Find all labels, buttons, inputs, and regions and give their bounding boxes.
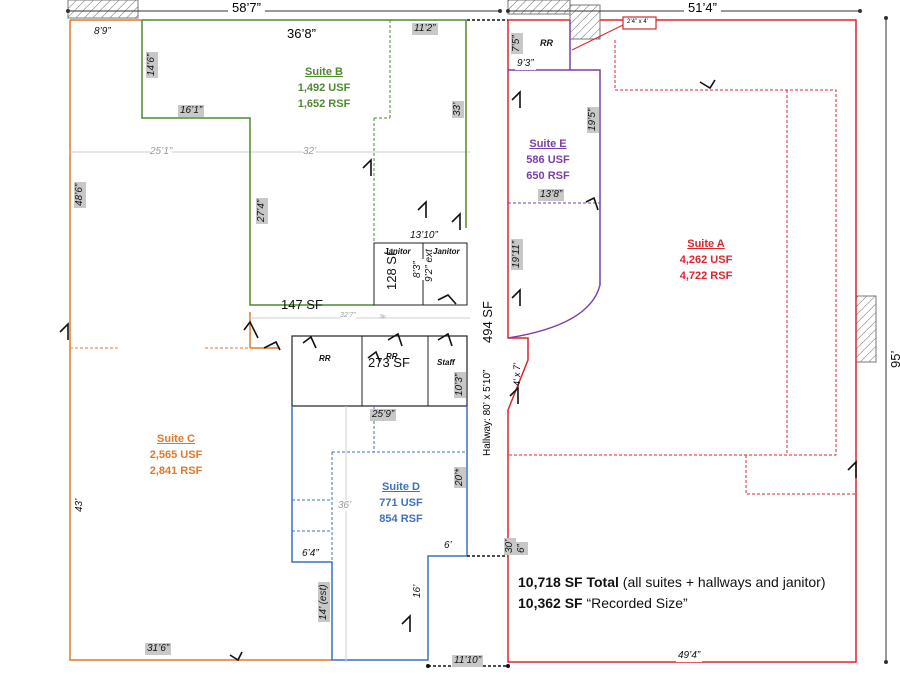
recorded-size-line: 10,362 SF “Recorded Size” [518,595,688,611]
suite-e-label: Suite E 586 USF 650 RSF [526,136,569,184]
dim-16-1: 16’1” [178,105,205,117]
dim-14-est: 14’ (est) [318,582,330,622]
suite-e-name: Suite E [529,138,567,150]
suite-d-name: Suite D [382,481,420,493]
room-rr-2: RR [386,352,398,361]
suite-b-label: Suite B 1,492 USF 1,652 RSF [298,64,351,112]
door-swing-marks [59,79,857,662]
suite-e-usf: 586 USF [526,154,570,166]
suite-d-rsf: 854 RSF [379,513,423,525]
dim-6: 6’ [442,540,454,552]
dim-11-2: 11’2” [412,23,438,35]
dim-19-5: 19’5” [587,106,599,133]
total-size-value: 10,718 SF Total [518,574,619,590]
recorded-size-note: “Recorded Size” [582,595,688,611]
dim-13-10: 13’10” [408,230,440,242]
dim-36-8: 36’8” [287,26,316,41]
dim-7-5: 7’5” [511,33,523,54]
dim-48-6: 48’6” [74,181,86,208]
area-147-sf: 147 SF [281,297,323,312]
dim-6-4: 6’4” [300,548,321,560]
overall-width-right: 51’4” [684,0,721,15]
dim-13-8: 13’8” [538,189,565,201]
ghost-dim-9p: 9p [380,314,386,320]
room-rr-3: RR [540,38,553,48]
ghost-dim-25-1: 25’1” [150,146,173,157]
dim-10-3: 10’3” [454,371,466,398]
dim-6b: 6” [516,542,528,555]
suite-c-usf: 2,565 USF [149,449,203,461]
dim-30: 30’ [504,537,516,555]
room-janitor-2: Janitor [433,247,460,256]
dim-49-4: 49’4” [676,650,703,662]
area-494-sf: 494 SF [480,301,495,343]
dim-20: 20’* [454,466,466,488]
dim-8-3: 8’3” [412,259,424,280]
hallway-label: Hallway: 80’ x 5’10” [482,369,493,456]
dim-31-6: 31’6” [145,643,172,655]
total-size-line: 10,718 SF Total (all suites + hallways a… [518,574,826,590]
area-273-sf: 273 SF [368,355,410,370]
suite-e-outline [507,69,601,339]
dim-33: 33’ [452,100,464,118]
suite-d-label: Suite D 771 USF 854 RSF [379,479,422,527]
suite-a-outline [507,19,857,663]
overall-width-left: 58’7” [228,0,265,15]
room-staff: Staff [437,358,455,367]
suite-b-name: Suite B [305,66,343,78]
dim-27-4: 27’4” [256,197,268,224]
suite-b-outline [141,19,467,306]
suite-b-rsf: 1,652 RSF [297,98,351,110]
suite-c-outline [69,19,332,661]
suite-b-usf: 1,492 USF [297,82,351,94]
area-128-sf: 128 SF [384,248,399,290]
room-janitor-1: Janitor [384,247,411,256]
dim-9-3: 9’3” [515,58,536,70]
hatched-column-rr [569,4,601,40]
suite-e-rsf: 650 RSF [526,170,570,182]
room-rr-1: RR [319,354,331,363]
ghost-dim-32: 32’ [303,146,317,157]
restroom-block [291,335,468,407]
dim-16: 16’ [412,582,424,600]
suite-a-name: Suite A [687,238,725,250]
dim-19-11: 19’11” [511,238,523,270]
hatched-column-left [67,0,139,19]
door-2x4-box [622,16,657,30]
suite-d-outline [291,406,468,661]
dim-43: 43’ [74,496,86,514]
dim-14-6: 14’6” [146,51,158,78]
dim-8-9: 8’9” [92,26,113,38]
suite-c-rsf: 2,841 RSF [149,465,203,477]
hatched-column-east [855,295,877,363]
total-size-note: (all suites + hallways and janitor) [618,574,826,590]
recorded-size-value: 10,362 SF [518,595,583,611]
suite-c-label: Suite C 2,565 USF 2,841 RSF [150,431,203,479]
suite-a-usf: 4,262 USF [679,254,733,266]
suite-c-name: Suite C [157,433,195,445]
suite-a-rsf: 4,722 RSF [679,270,733,282]
door-2x4-label: 2’4” x 4’ [627,19,649,25]
dim-11-10: 11’10” [452,655,484,667]
suite-d-usf: 771 USF [379,497,423,509]
door-4x7-label: 4’ x 7’ [512,362,522,386]
ghost-dim-32-7: 32’7” [340,312,356,319]
hatched-column-right [507,0,571,15]
overall-height-right: 95’ [888,350,900,368]
ghost-dim-36: 36’ [338,500,352,511]
suite-a-label: Suite A 4,262 USF 4,722 RSF [680,236,733,284]
dim-25-9: 25’9” [370,409,397,421]
